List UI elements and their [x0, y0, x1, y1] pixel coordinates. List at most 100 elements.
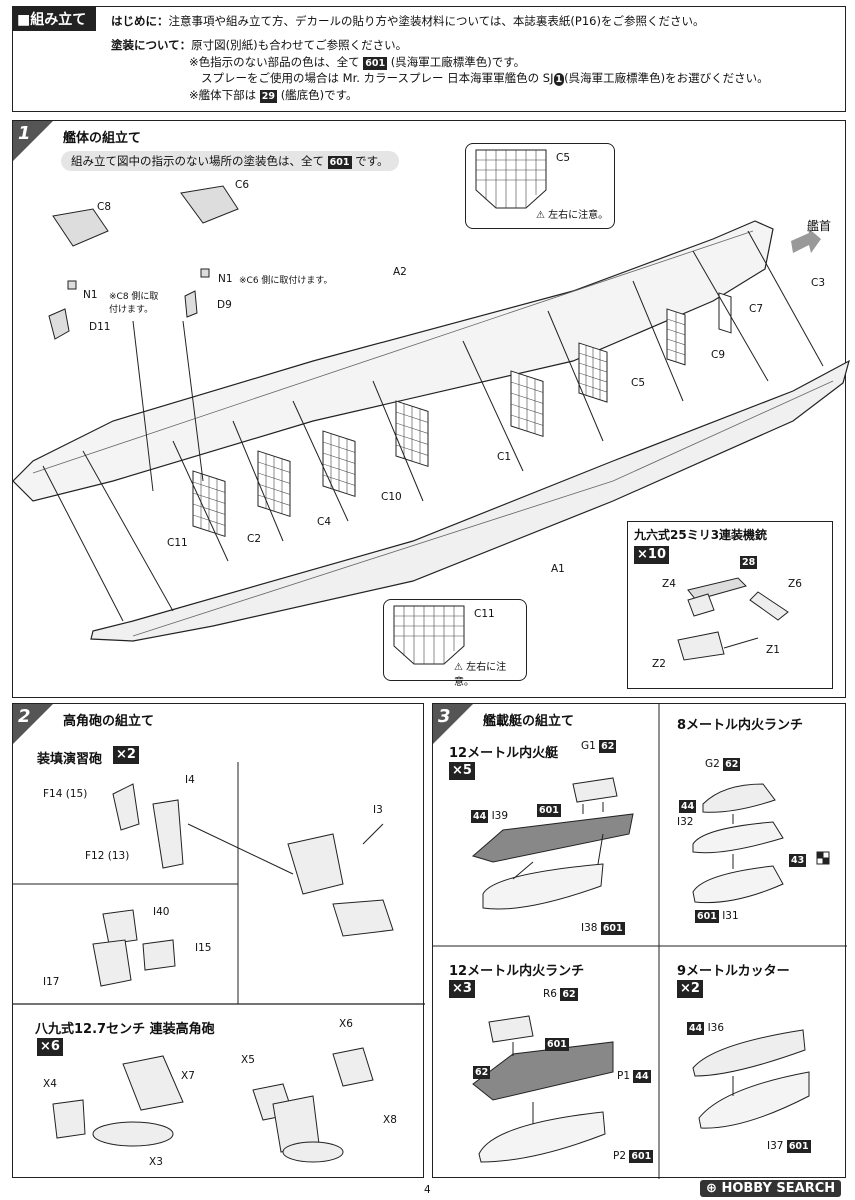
boat2-i31: 601 I31 [695, 910, 739, 923]
header-box: ■組み立て はじめに：注意事項や組み立て方、デカールの貼り方や塗装材料については… [12, 6, 846, 112]
n1-note-c6: ※C6 側に取付けます。 [239, 276, 333, 286]
step1-box: 1 艦体の組立て 組み立て図中の指示のない場所の塗装色は、全て 601 です。 [12, 120, 850, 698]
hi-angle-gun-multiplier: ×6 [37, 1038, 63, 1056]
callout-c11-label: C11 [474, 608, 495, 620]
label-A1: A1 [551, 563, 565, 575]
paint-line2b: (呉海軍工廠標準色)です。 [390, 55, 526, 69]
hi-angle-gun-title: 八九式12.7センチ 連装高角砲 [35, 1022, 215, 1037]
label-I4: I4 [185, 774, 195, 786]
c11-plate-icon [393, 605, 465, 665]
paint-line3a: スプレーをご使用の場合は Mr. カラースプレー 日本海軍軍艦色の SJ [201, 71, 554, 85]
paint-line3b: (呉海軍工廠標準色)をお選びください。 [564, 71, 769, 85]
label-C7: C7 [749, 303, 764, 315]
label-C6: C6 [235, 179, 250, 191]
label-X3: X3 [149, 1156, 163, 1168]
step1-number-badge [13, 121, 53, 161]
callout-c11: C11 ⚠ 左右に注意。 [383, 599, 527, 688]
hobby-search-logo-icon: ⊕ [706, 1181, 717, 1196]
aa-gun-multiplier: ×10 [634, 546, 669, 564]
boat4-i37: I37 601 [767, 1140, 811, 1153]
spray-chip: 1 [553, 73, 565, 86]
loading-gun-multiplier: ×2 [113, 746, 139, 764]
label-X6: X6 [339, 1018, 353, 1030]
intro-text: 注意事項や組み立て方、デカールの貼り方や塗装材料については、本誌裏表紙(P16)… [168, 14, 705, 28]
boat3-p2: P2 601 [613, 1150, 654, 1163]
label-C10: C10 [381, 491, 402, 503]
boat1-multiplier: ×5 [449, 762, 475, 780]
boat3-side-chip: 62 [473, 1066, 491, 1079]
aa-gun-inset: 九六式25ミリ3連装機銃 ×10 28 Z4 Z6 Z1 Z2 [627, 521, 833, 689]
intro-label: はじめに： [111, 14, 169, 28]
boat3-mid-chip: 601 [545, 1038, 569, 1051]
label-X7: X7 [181, 1070, 195, 1082]
aa-color-chip: 28 [740, 556, 758, 569]
aa-gun-diagram [677, 577, 789, 661]
step3-diagram [433, 704, 847, 1179]
paint-line1: 原寸図(別紙)も合わせてご参照ください。 [191, 38, 408, 52]
label-C2: C2 [247, 533, 262, 545]
label-D9: D9 [217, 299, 232, 311]
boat4-i36: 44 I36 [687, 1022, 725, 1035]
label-X8: X8 [383, 1114, 397, 1126]
boat3-title: 12メートル内火ランチ [449, 964, 585, 979]
label-X4: X4 [43, 1078, 57, 1090]
boat1-deck-chip: 601 [537, 804, 561, 817]
label-Z2: Z2 [652, 658, 666, 670]
loading-gun-title: 装填演習砲 [37, 752, 103, 767]
label-D11: D11 [89, 321, 111, 333]
boat2-title: 8メートル内火ランチ [677, 718, 804, 733]
section-tag: ■組み立て [13, 7, 97, 31]
paint-line4b: (艦底色)です。 [280, 88, 358, 102]
label-Z6: Z6 [788, 578, 802, 590]
callout-c5-label: C5 [556, 152, 571, 164]
step3-number-badge [433, 704, 473, 744]
label-F12: F12 (13) [85, 850, 130, 862]
boat2-g2: G2 62 [705, 758, 741, 771]
step3-box: 3 艦載艇の組立て [432, 703, 847, 1179]
boat1-i38: I38 601 [581, 922, 625, 935]
boat2-i32-chip: 44 [679, 800, 697, 813]
bow-label: 艦首 [807, 219, 832, 233]
boat3-p1: P1 44 [617, 1070, 651, 1083]
step2-number: 2 [18, 706, 31, 727]
paint-line4a: ※艦体下部は [189, 88, 257, 102]
label-Z1: Z1 [766, 644, 780, 656]
label-Z4: Z4 [662, 578, 676, 590]
step1-title: 艦体の組立て [63, 131, 142, 146]
boat2-43: 43 [789, 854, 807, 867]
boat3-r6: R6 62 [543, 988, 578, 1001]
boat4-title: 9メートルカッター [677, 964, 790, 979]
warning-icon: ⚠ [454, 662, 463, 673]
callout-c5: C5 ⚠ 左右に注意。 [465, 143, 615, 229]
label-N1-right: N1 [218, 273, 233, 285]
label-C11: C11 [167, 537, 188, 549]
callout-c5-warning: ⚠ 左右に注意。 [536, 210, 609, 221]
step1-note: 組み立て図中の指示のない場所の塗装色は、全て 601 です。 [61, 151, 399, 171]
boat1-g1: G1 62 [581, 740, 617, 753]
paint-line2a: ※色指示のない部品の色は、全て [189, 55, 360, 69]
step2-title: 高角砲の組立て [63, 714, 155, 729]
paint-label: 塗装について： [111, 38, 192, 52]
page-number: 4 [424, 1184, 431, 1196]
label-I3: I3 [373, 804, 383, 816]
label-N1-left: N1 [83, 289, 98, 301]
step1-number: 1 [18, 123, 31, 144]
label-C1: C1 [497, 451, 512, 463]
label-C5: C5 [631, 377, 646, 389]
label-I15: I15 [195, 942, 212, 954]
label-X5: X5 [241, 1054, 255, 1066]
boat1-title: 12メートル内火艇 [449, 746, 559, 761]
aa-gun-title: 九六式25ミリ3連装機銃 [634, 528, 768, 542]
label-F14: F14 (15) [43, 788, 88, 800]
step2-number-badge [13, 704, 53, 744]
label-A2: A2 [393, 266, 407, 278]
step3-title: 艦載艇の組立て [483, 714, 575, 729]
step3-number: 3 [438, 706, 451, 727]
label-I17: I17 [43, 976, 60, 988]
boat3-multiplier: ×3 [449, 980, 475, 998]
label-I40: I40 [153, 906, 170, 918]
warning-icon: ⚠ [536, 210, 545, 221]
step2-box: 2 高角砲の組立て 装填演習砲 ×2 F14 (15) I4 F12 (13) … [12, 703, 425, 1178]
boat2-i32: I32 [677, 816, 694, 828]
hull-color-chip: 29 [259, 90, 278, 103]
